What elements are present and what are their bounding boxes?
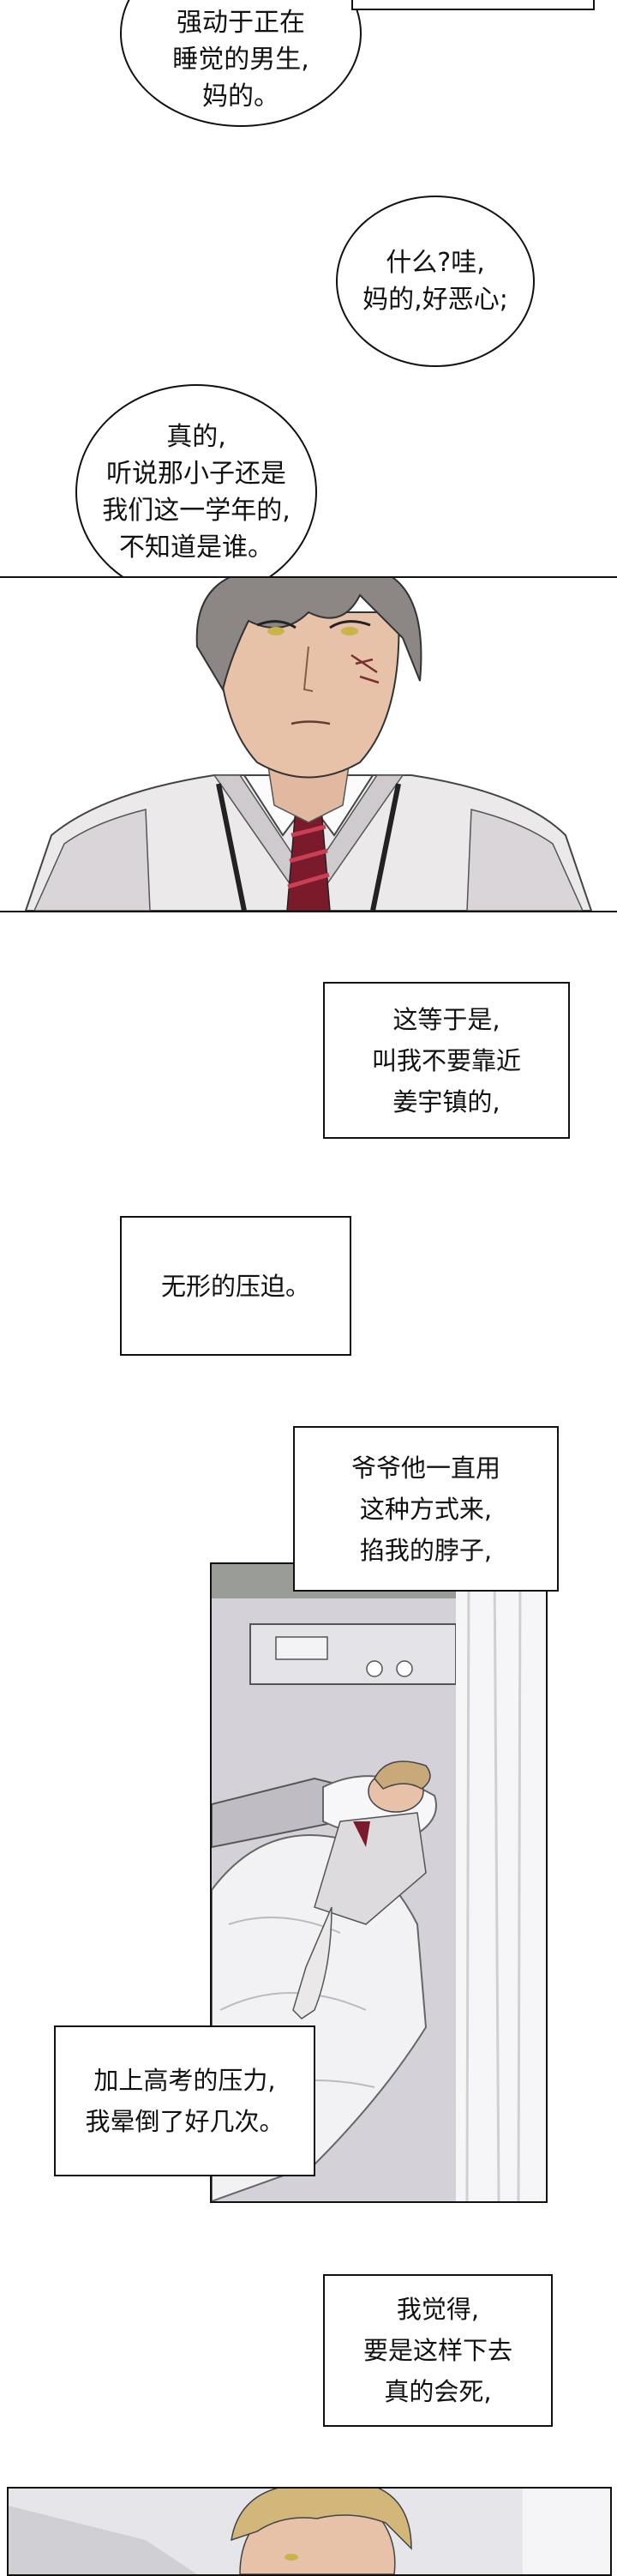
bubble-1-line-3: 妈的。 (202, 81, 279, 111)
bubble-2-line-1: 什么?哇, (386, 248, 485, 278)
speech-bubble-1: 强动于正在 睡觉的男生, 妈的。 (120, 0, 362, 127)
bubble-3-line-4: 不知道是谁。 (119, 533, 273, 563)
bubble-1-line-2: 睡觉的男生, (172, 44, 309, 75)
hospital-illustration (212, 1564, 546, 2201)
bubble-3-line-1: 真的, (166, 422, 226, 452)
caption-1-line-2: 叫我不要靠近 (371, 1045, 521, 1075)
speech-bubble-2: 什么?哇, 妈的,好恶心; (336, 196, 535, 367)
caption-5-line-3: 真的会死, (384, 2377, 492, 2406)
caption-5-line-1: 我觉得, (396, 2295, 480, 2324)
caption-1-line-3: 姜宇镇的, (392, 1086, 500, 1116)
speech-bubble-3: 真的, 听说那小子还是 我们这一学年的, 不知道是谁。 (75, 384, 317, 600)
caption-2-line-1: 无形的压迫。 (160, 1271, 310, 1301)
caption-box-3: 爷爷他一直用 这种方式来, 掐我的脖子, (293, 1426, 559, 1592)
caption-3-line-3: 掐我的脖子, (359, 1535, 493, 1565)
caption-4-line-2: 我晕倒了好几次。 (85, 2107, 285, 2136)
bottom-illustration (9, 2489, 610, 2574)
panel-bottom-partial (7, 2487, 612, 2576)
panel-hospital (210, 1562, 548, 2203)
bubble-1-line-1: 强动于正在 (177, 7, 305, 38)
caption-1-line-1: 这等于是, (392, 1004, 500, 1034)
caption-4-line-1: 加上高考的压力, (93, 2066, 276, 2095)
caption-box-2: 无形的压迫。 (120, 1216, 351, 1356)
panel-edge-top (351, 0, 595, 10)
caption-3-line-2: 这种方式来, (359, 1494, 493, 1524)
bubble-3-line-3: 我们这一学年的, (102, 496, 291, 526)
panel-boy-closeup (0, 576, 617, 912)
bubble-3-line-2: 听说那小子还是 (106, 459, 286, 489)
bubble-2-line-2: 妈的,好恶心; (362, 285, 508, 315)
caption-box-4: 加上高考的压力, 我晕倒了好几次。 (54, 2025, 315, 2176)
boy-illustration (24, 578, 593, 911)
caption-box-1: 这等于是, 叫我不要靠近 姜宇镇的, (323, 982, 570, 1139)
caption-5-line-2: 要是这样下去 (362, 2336, 512, 2365)
caption-3-line-1: 爷爷他一直用 (350, 1453, 500, 1483)
caption-box-5: 我觉得, 要是这样下去 真的会死, (323, 2274, 553, 2427)
